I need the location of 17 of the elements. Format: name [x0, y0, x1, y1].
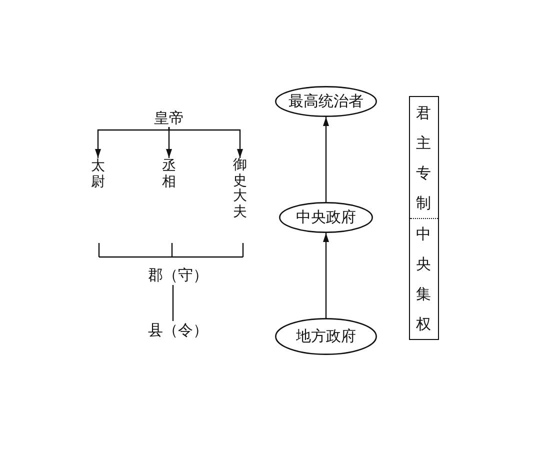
arrow [323, 233, 329, 318]
vertical-text: 太尉 [90, 158, 106, 190]
arrow [323, 117, 329, 202]
vertical-text: 中央集权 [416, 224, 432, 334]
ellipse-node: 最高统治者 [275, 86, 377, 117]
ellipse-node: 地方政府 [275, 318, 377, 355]
node-text: 县（令） [148, 321, 198, 340]
vertical-text: 君主专制 [416, 103, 432, 214]
vertical-text: 御史大夫 [232, 158, 248, 220]
ellipse-node: 中央政府 [279, 202, 373, 233]
node-text: 皇帝 [152, 109, 186, 127]
node-text: 郡（守） [148, 266, 198, 285]
connector-line [172, 285, 174, 321]
label-box [409, 96, 439, 340]
arrow [168, 127, 243, 158]
vertical-text: 丞相 [161, 158, 177, 190]
arrow [95, 127, 170, 158]
